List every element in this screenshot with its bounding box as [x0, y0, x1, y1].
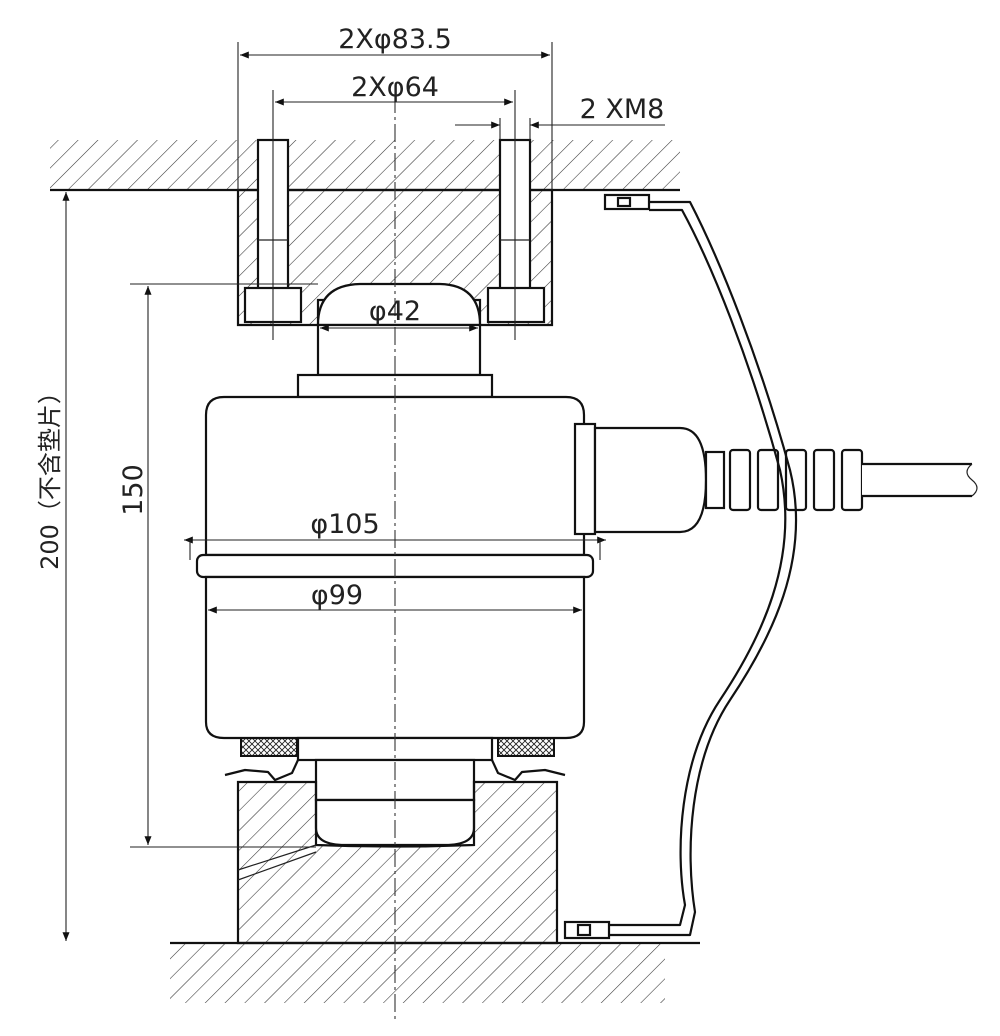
dimension-total-height: 200（不含垫片）	[36, 380, 64, 570]
dimension-top-post: φ42	[369, 296, 421, 327]
base-block	[224, 759, 566, 945]
cable-connector	[573, 422, 978, 536]
top-mounting-surface	[50, 140, 680, 192]
dimension-total-height-value: 200	[36, 524, 64, 570]
dimension-total-height-note: （不含垫片）	[36, 380, 64, 524]
dimension-inner-bolt-circle: 2Xφ64	[351, 72, 439, 103]
dimension-body-max: φ105	[310, 509, 379, 540]
dimension-sensor-height: 150	[118, 464, 149, 516]
dimension-outer-bolt-circle: 2Xφ83.5	[338, 24, 452, 55]
dimension-body: φ99	[311, 580, 363, 611]
dimension-lines	[62, 42, 665, 941]
grounding-wire	[563, 193, 798, 940]
rubber-seal	[240, 737, 555, 757]
ground-surface	[170, 941, 700, 1003]
dimension-screws: 2 XM8	[580, 94, 665, 125]
